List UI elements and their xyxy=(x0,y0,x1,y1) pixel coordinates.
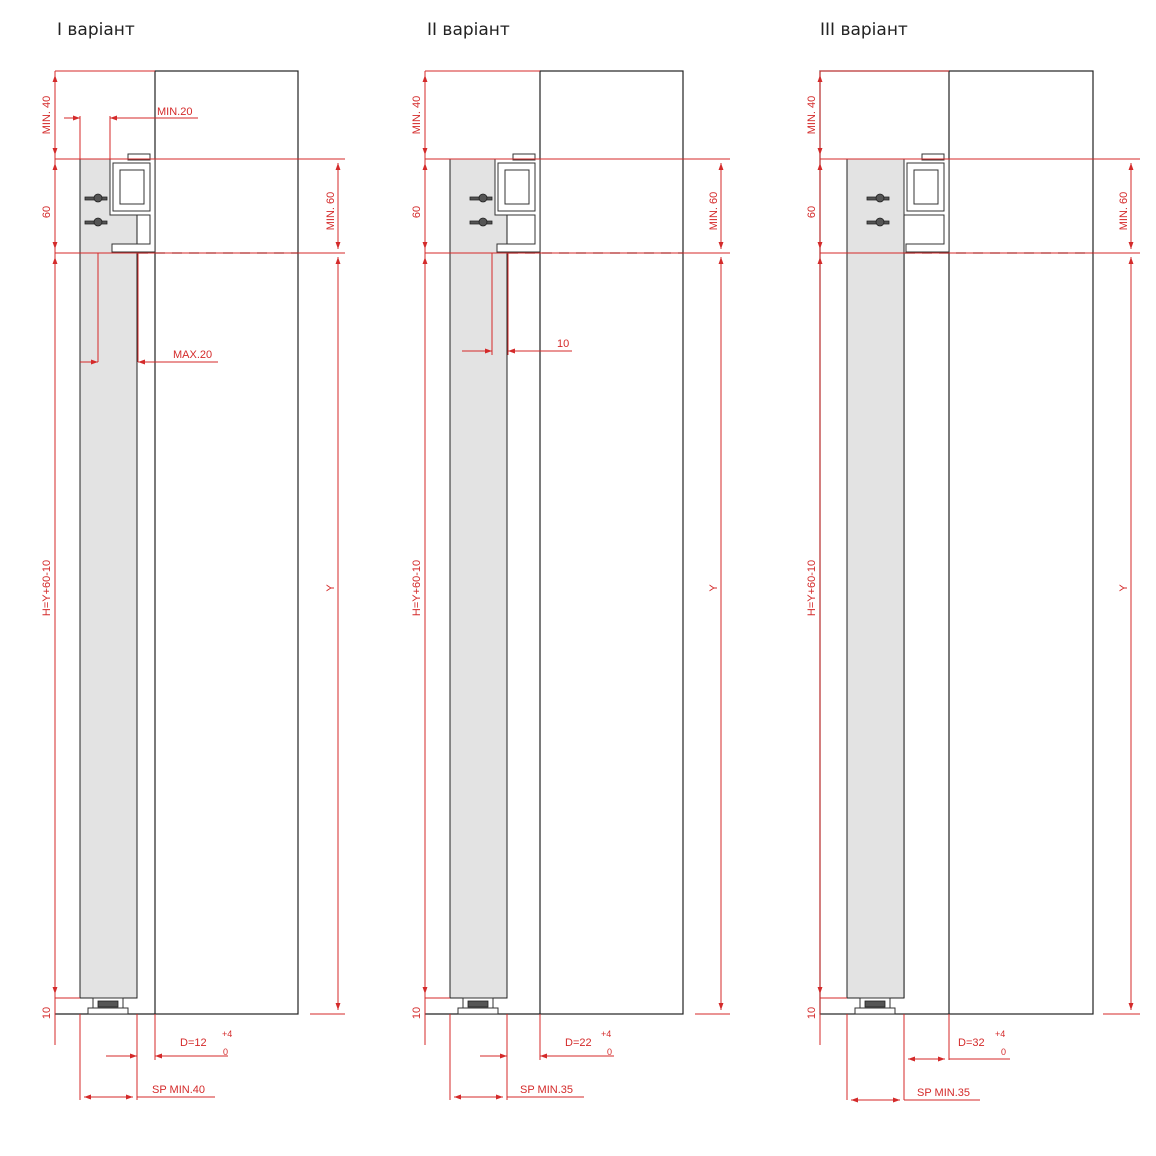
label-min40: MIN. 40 xyxy=(411,96,423,135)
top-track-hardware xyxy=(84,153,156,253)
label-min40: MIN. 40 xyxy=(806,96,818,135)
label-h60: 60 xyxy=(41,206,53,218)
label-min20: MIN.20 xyxy=(157,106,192,118)
wall-opening xyxy=(539,70,684,1015)
variant-3-title: III варіант xyxy=(820,20,908,40)
wall-opening xyxy=(154,70,299,1015)
door-panel xyxy=(449,158,508,999)
label-d: D=12 xyxy=(180,1037,207,1049)
label-tol-zero: 0 xyxy=(1001,1047,1006,1057)
label-y: Y xyxy=(1118,584,1130,592)
variant-3-drawing: MIN. 40 60 H=Y+60-10 10 MIN. 60 Y D=32 +… xyxy=(806,70,1140,1103)
label-h: H=Y+60-10 xyxy=(41,560,53,616)
label-sp: SP MIN.40 xyxy=(152,1084,205,1096)
variant-2-title: II варіант xyxy=(427,20,510,40)
door-panel xyxy=(79,158,138,999)
label-d: D=32 xyxy=(958,1037,985,1049)
label-tol-zero: 0 xyxy=(223,1047,228,1057)
label-tol-zero: 0 xyxy=(607,1047,612,1057)
label-min60: MIN. 60 xyxy=(708,192,720,231)
label-h10: 10 xyxy=(41,1007,53,1019)
label-sp: SP MIN.35 xyxy=(917,1087,970,1099)
label-ten: 10 xyxy=(557,338,569,350)
label-h10: 10 xyxy=(806,1007,818,1019)
variant-1-drawing: MIN. 40 60 H=Y+60-10 10 MIN. 60 Y MIN.20… xyxy=(41,70,345,1100)
top-track-hardware xyxy=(469,153,541,253)
variant-2-drawing: MIN. 40 60 H=Y+60-10 10 MIN. 60 Y 10 D=2… xyxy=(411,70,730,1100)
label-d: D=22 xyxy=(565,1037,592,1049)
label-sp: SP MIN.35 xyxy=(520,1084,573,1096)
label-tol-plus: +4 xyxy=(601,1029,611,1039)
label-h60: 60 xyxy=(806,206,818,218)
label-min60: MIN. 60 xyxy=(325,192,337,231)
label-min40: MIN. 40 xyxy=(41,96,53,135)
door-panel xyxy=(846,158,905,999)
label-y: Y xyxy=(708,584,720,592)
label-h10: 10 xyxy=(411,1007,423,1019)
bottom-guide xyxy=(87,997,129,1015)
top-track-hardware xyxy=(866,153,950,253)
label-max20: MAX.20 xyxy=(173,349,212,361)
bottom-guide xyxy=(457,997,499,1015)
bottom-guide xyxy=(854,997,896,1015)
variant-1-title: I варіант xyxy=(57,20,135,40)
label-y: Y xyxy=(325,584,337,592)
label-h: H=Y+60-10 xyxy=(411,560,423,616)
label-h: H=Y+60-10 xyxy=(806,560,818,616)
label-tol-plus: +4 xyxy=(222,1029,232,1039)
label-h60: 60 xyxy=(411,206,423,218)
label-min60: MIN. 60 xyxy=(1118,192,1130,231)
label-tol-plus: +4 xyxy=(995,1029,1005,1039)
